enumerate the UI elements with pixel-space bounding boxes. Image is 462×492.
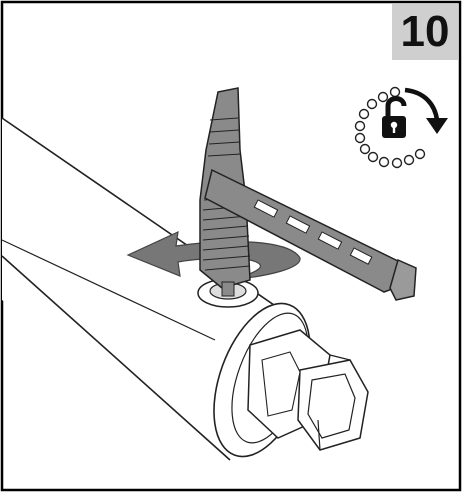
unlock-rotate-clockwise-icon — [354, 86, 448, 169]
step-number-badge: 10 — [392, 4, 458, 60]
end-cap-connector — [247, 329, 369, 451]
padlock-shackle — [385, 96, 407, 116]
screwdriver-tool-icon — [199, 87, 417, 301]
dotted-circle — [354, 86, 426, 169]
arrow-head — [426, 118, 448, 134]
